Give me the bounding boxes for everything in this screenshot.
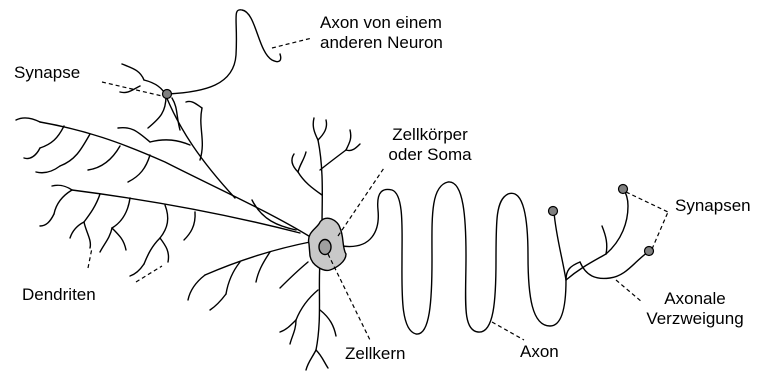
leader-synapse [102,82,162,96]
leader-axonal-branching [616,280,642,302]
label-nucleus: Zellkern [345,344,405,364]
axon [342,182,580,334]
synapse-dot-axon [549,207,558,216]
other-neuron-axon [168,10,281,94]
leader-synapses-2 [652,212,668,249]
leader-axon-other [272,38,312,48]
label-soma: Zellkörper oder Soma [382,125,478,165]
nucleus [319,240,331,255]
dendrite-upper-right [318,140,322,226]
dendrite-trunk-left [72,190,300,233]
dendrite-lower-right [316,262,320,350]
label-axonal-branching: Axonale Verzweigung [640,289,750,329]
label-dendrites: Dendriten [22,285,96,305]
dendrite-trunk-low [205,242,310,275]
label-axon-other-neuron: Axon von einem anderen Neuron [320,13,443,53]
label-synapses: Synapsen [675,196,751,216]
label-synapse: Synapse [14,63,80,83]
leader-nucleus [328,254,370,340]
leader-axon [492,322,524,340]
label-axon: Axon [520,342,559,362]
leader-dendrites-1 [88,248,92,268]
synapse-dot-top [163,90,172,99]
leader-synapses-1 [626,192,668,212]
